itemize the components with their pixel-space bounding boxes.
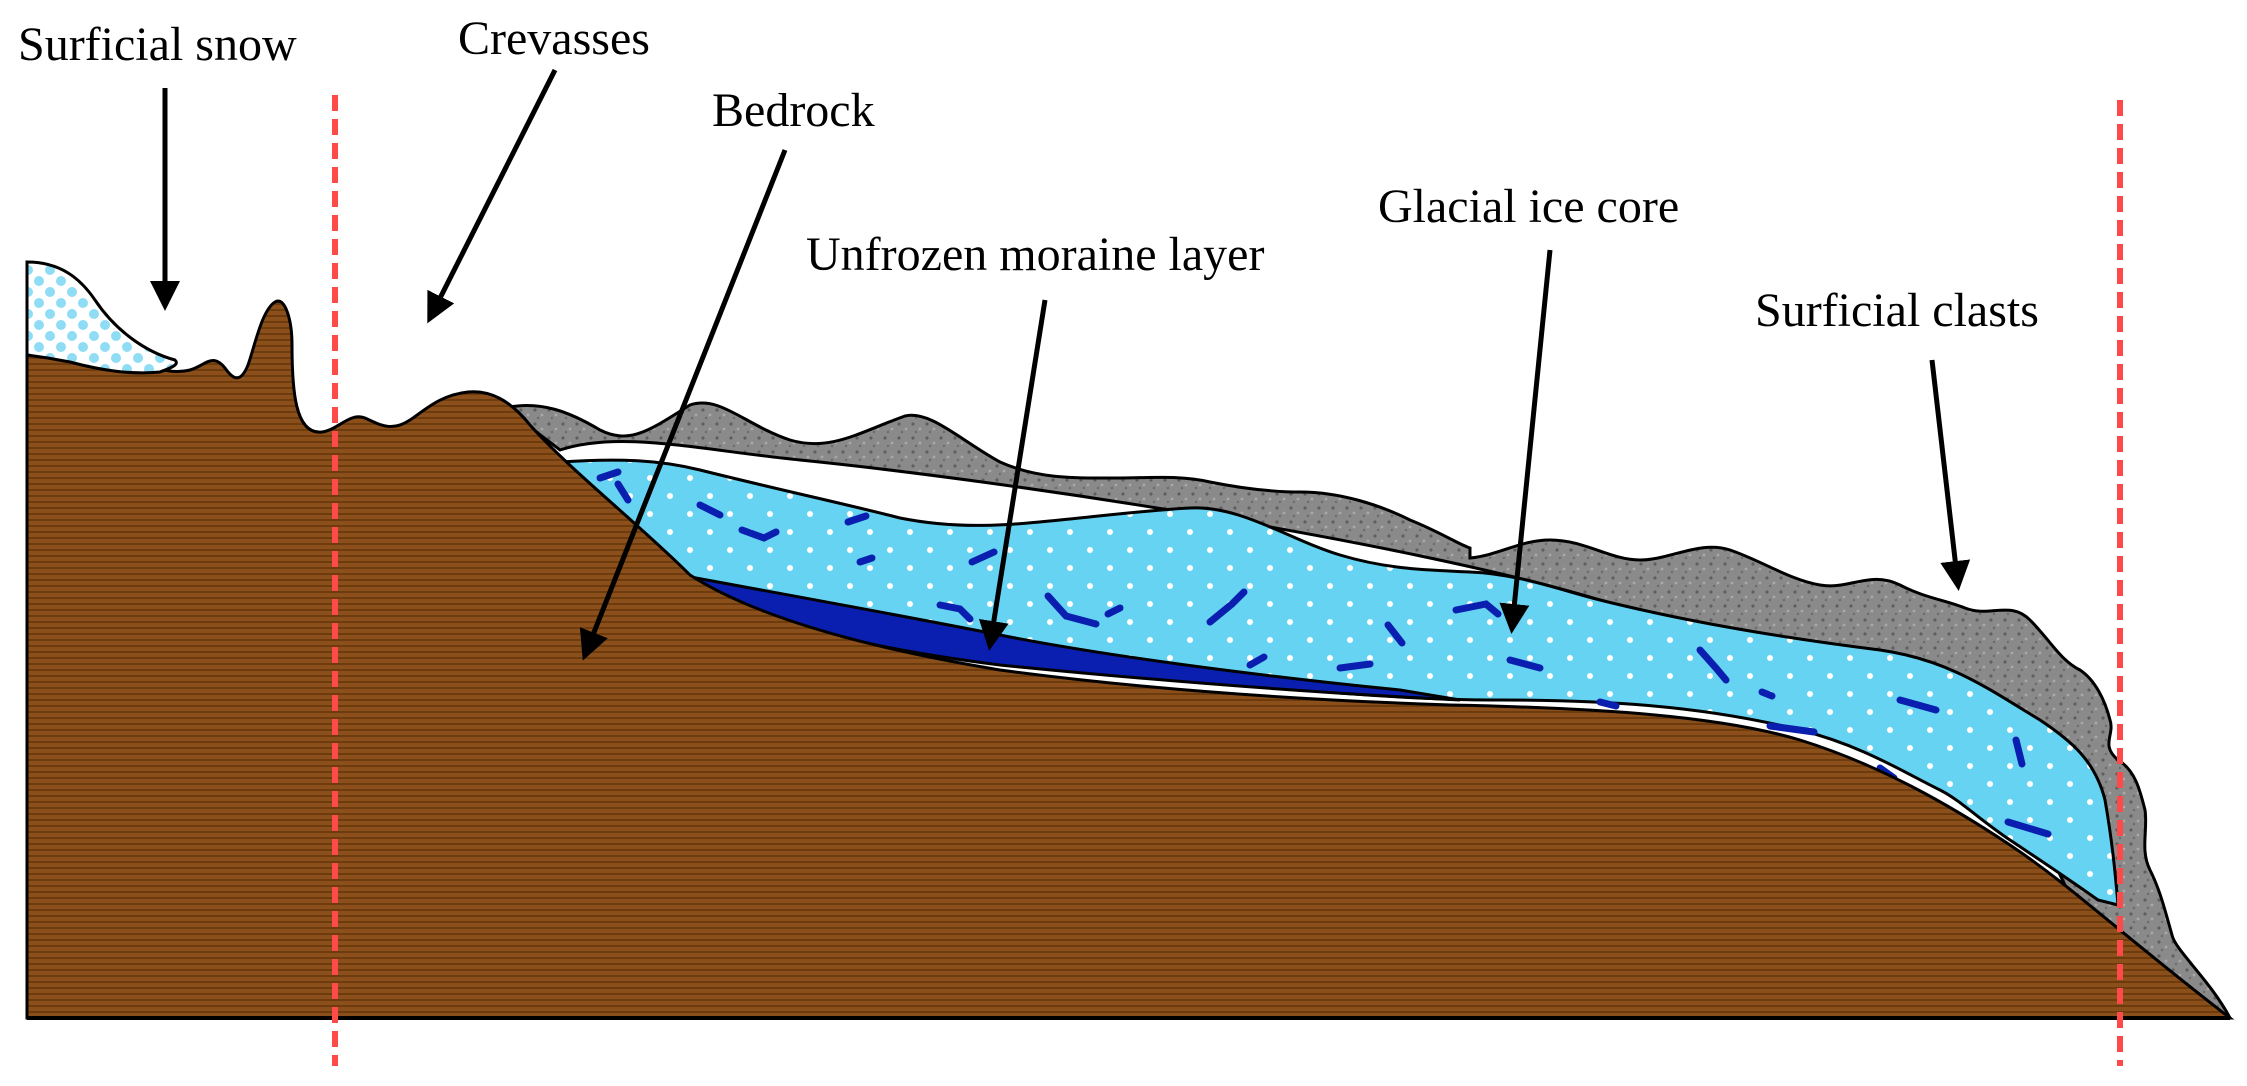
bedrock-layer	[25, 299, 2235, 1020]
bedrock-label: Bedrock	[712, 84, 875, 137]
glacial-ice-core-arrow	[1499, 249, 1553, 634]
bedrock-arrow	[579, 149, 788, 661]
unfrozen-moraine-arrow	[978, 299, 1048, 651]
crevasses-label: Crevasses	[458, 12, 650, 65]
surficial-snow-patch	[25, 260, 178, 375]
unfrozen-moraine-label: Unfrozen moraine layer	[806, 228, 1264, 281]
ice-flecks	[596, 468, 2052, 838]
surficial-snow-label: Surficial snow	[18, 18, 297, 71]
surficial-clasts-label: Surficial clasts	[1755, 284, 2039, 337]
crevasses-arrow	[427, 68, 558, 324]
label-arrows	[150, 68, 1971, 661]
glacial-ice-core-label: Glacial ice core	[1378, 180, 1679, 233]
surficial-clasts-arrow	[1929, 359, 1971, 591]
